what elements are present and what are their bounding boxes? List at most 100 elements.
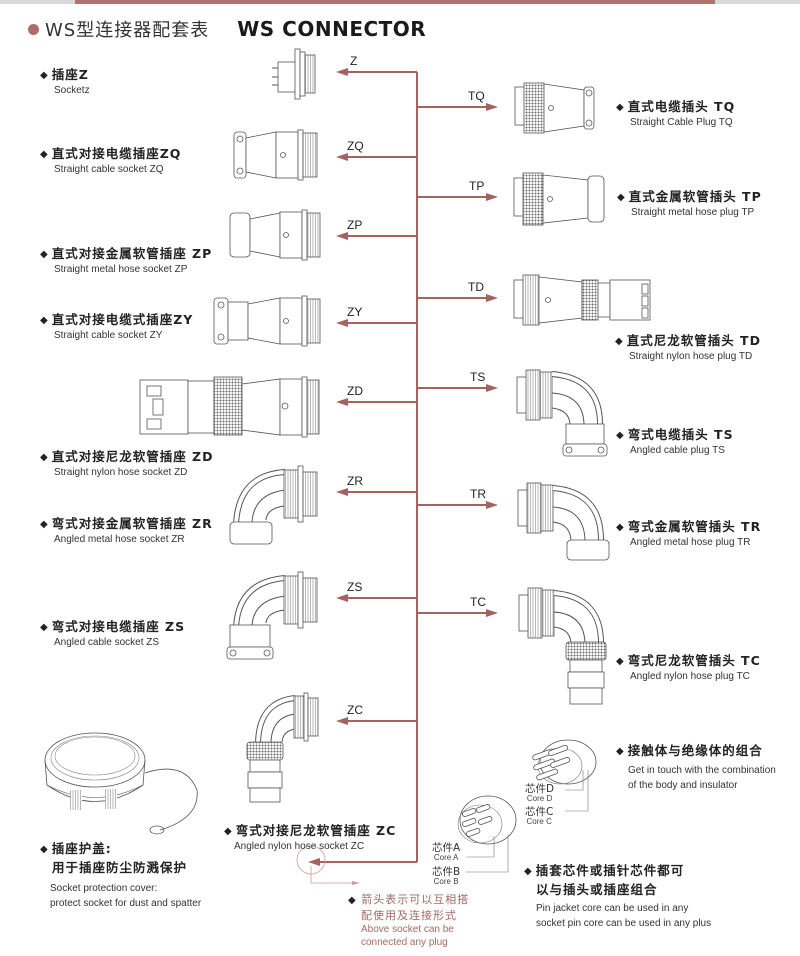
arrow-z <box>336 68 417 76</box>
core-note-cn1: 插套芯件或插针芯件都可 <box>524 862 711 881</box>
cover-cn-line1: 插座护盖: <box>40 840 201 859</box>
arrow-td <box>417 294 498 302</box>
arrow-label-zq: ZQ <box>347 139 364 153</box>
plug-tc-en: Angled nylon hose plug TC <box>630 671 750 682</box>
plug-ts-en: Angled cable plug TS <box>630 445 725 456</box>
socket-zs-drawing <box>226 571 318 660</box>
socket-zq-en: Straight cable socket ZQ <box>54 164 164 175</box>
cover-en-line1: Socket protection cover: <box>50 883 158 894</box>
arrow-note-cn2: 配使用及连接形式 <box>361 909 457 922</box>
core-a-label: 芯件A Core A <box>432 843 460 862</box>
core-c-label: 芯件C Core C <box>525 807 553 826</box>
plug-tq-en: Straight Cable Plug TQ <box>630 117 733 128</box>
core-note-cn2: 以与插头或插座组合 <box>536 882 658 897</box>
label-socket-zy: 直式对接电缆式插座ZY Straight cable socket ZY <box>40 309 193 341</box>
socket-zy-cn: 直式对接电缆式插座ZY <box>40 309 193 328</box>
socket-zd-cn: 直式对接尼龙软管插座 ZD <box>40 446 214 465</box>
label-socket-zp: 直式对接金属软管插座 ZP Straight metal hose socket… <box>40 243 212 275</box>
socket-zd-drawing <box>139 376 320 438</box>
socket-zc-cn: 弯式对接尼龙软管插座 ZC <box>224 820 396 839</box>
arrow-note-cn-line1: ◆ 箭头表示可以互相搭 <box>348 893 470 906</box>
plug-tp-drawing <box>513 172 605 226</box>
protection-cover-drawing <box>44 732 198 835</box>
cover-en-line2: protect socket for dust and spatter <box>50 898 202 909</box>
arrow-zs <box>336 594 417 602</box>
arrow-zc <box>336 717 417 725</box>
core-b-cn: 芯件B <box>432 866 461 878</box>
bullet-dot-icon <box>28 23 39 35</box>
arrow-ts <box>417 384 498 392</box>
label-core-combination: 插套芯件或插针芯件都可 以与插头或插座组合 Pin jacket core ca… <box>524 862 711 930</box>
socket-zq-cn: 直式对接电缆插座ZQ <box>40 143 181 162</box>
arrow-tc <box>417 609 498 617</box>
socket-zp-cn: 直式对接金属软管插座 ZP <box>40 243 212 262</box>
arrow-label-tc: TC <box>470 595 486 609</box>
arrow-label-zc: ZC <box>347 703 363 717</box>
core-d-cn: 芯件D <box>525 783 555 795</box>
arrow-legend-note: ◆ 箭头表示可以互相搭 配使用及连接形式 Above socket can be… <box>348 892 469 949</box>
core-b-label: 芯件B Core B <box>432 867 460 886</box>
arrow-label-z: Z <box>350 54 358 68</box>
core-note-en1: Pin jacket core can be used in any <box>536 903 689 914</box>
label-socket-z: 插座Z Socketz <box>40 64 90 96</box>
arrow-zy <box>336 319 417 327</box>
title-english: WS CONNECTOR <box>237 17 427 41</box>
arrow-note-en2: connected any plug <box>361 937 448 948</box>
arrow-label-zy: ZY <box>347 305 363 319</box>
core-note-en2: socket pin core can be used in any plus <box>536 918 712 929</box>
plug-tp-en: Straight metal hose plug TP <box>631 207 755 218</box>
arrow-zd <box>336 398 417 406</box>
core-a-en: Core A <box>433 852 459 862</box>
plug-tc-cn: 弯式尼龙软管插头 TC <box>616 650 761 669</box>
socket-zp-drawing <box>229 209 321 261</box>
core-b-en: Core B <box>433 876 459 886</box>
label-plug-ts: 弯式电缆插头 TS Angled cable plug TS <box>616 424 734 456</box>
core-a-cn: 芯件A <box>432 842 461 854</box>
arrow-label-zd: ZD <box>347 384 363 398</box>
arrow-tp <box>417 193 498 201</box>
plug-ts-drawing <box>516 369 608 457</box>
plug-tc-drawing <box>518 587 607 705</box>
plug-tr-en: Angled metal hose plug TR <box>630 537 751 548</box>
label-plug-tc: 弯式尼龙软管插头 TC Angled nylon hose plug TC <box>616 650 761 682</box>
core-c-en: Core C <box>526 816 552 826</box>
plug-tr-drawing <box>517 482 610 561</box>
label-plug-tq: 直式电缆插头 TQ Straight Cable Plug TQ <box>616 96 735 128</box>
plug-tq-drawing <box>514 82 595 134</box>
socket-zy-en: Straight cable socket ZY <box>54 330 163 341</box>
arrow-label-ts: TS <box>470 370 486 384</box>
socket-zs-en: Angled cable socket ZS <box>54 637 160 648</box>
contact-note-cn: 接触体与绝缘体的组合 <box>616 742 776 761</box>
label-plug-td: 直式尼龙软管插头 TD Straight nylon hose plug TD <box>615 330 761 362</box>
arrow-label-zs: ZS <box>347 580 363 594</box>
contact-note-en1: Get in touch with the combination <box>628 765 776 776</box>
socket-z-en: Socketz <box>54 85 90 96</box>
plug-ts-cn: 弯式电缆插头 TS <box>616 424 734 443</box>
page-title: WS型连接器配套表 WS CONNECTOR <box>28 16 426 42</box>
title-chinese: WS型连接器配套表 <box>45 20 210 41</box>
arrow-tq <box>417 103 498 111</box>
arrow-tr <box>417 501 498 509</box>
arrow-label-zp: ZP <box>347 218 363 232</box>
arrow-label-tr: TR <box>470 487 486 501</box>
arrow-zp <box>336 232 417 240</box>
arrow-note-cn1: 箭头表示可以互相搭 <box>361 893 470 906</box>
plug-tq-cn: 直式电缆插头 TQ <box>616 96 735 115</box>
socket-zr-en: Angled metal hose socket ZR <box>54 534 185 545</box>
label-socket-zq: 直式对接电缆插座ZQ Straight cable socket ZQ <box>40 143 181 175</box>
arrow-zq <box>336 153 417 161</box>
label-socket-zd: 直式对接尼龙软管插座 ZD Straight nylon hose socket… <box>40 446 214 478</box>
label-plug-tr: 弯式金属软管插头 TR Angled metal hose plug TR <box>616 516 761 548</box>
label-socket-zc: 弯式对接尼龙软管插座 ZC Angled nylon hose socket Z… <box>224 820 396 852</box>
label-contact-insulator: 接触体与绝缘体的组合 Get in touch with the combina… <box>616 742 776 792</box>
plug-tp-cn: 直式金属软管插头 TP <box>617 186 762 205</box>
socket-zq-drawing <box>233 129 318 181</box>
contact-note-en2: of the body and insulator <box>628 780 738 791</box>
core-c-cn: 芯件C <box>525 806 554 818</box>
arrow-label-tq: TQ <box>468 89 485 103</box>
socket-zr-drawing <box>229 465 318 545</box>
arrow-label-td: TD <box>468 280 484 294</box>
plug-td-drawing <box>513 274 651 326</box>
core-d-drawing <box>532 739 597 812</box>
